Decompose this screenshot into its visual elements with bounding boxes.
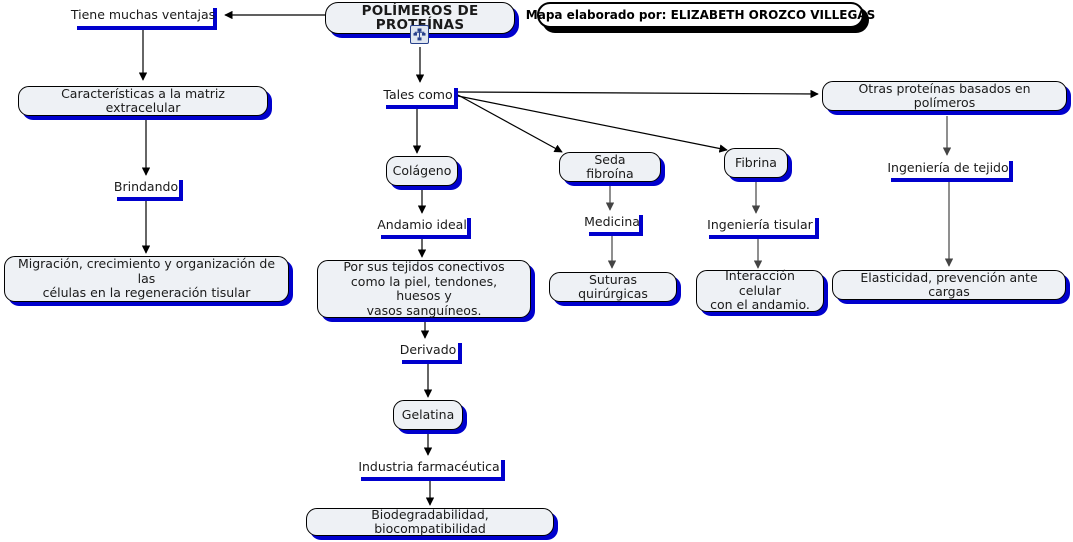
link-tales-to-otras — [457, 89, 819, 99]
link-label-ingenieria-tisular[interactable]: Ingeniería tisular — [705, 214, 815, 235]
node-fibrina[interactable]: Fibrina — [724, 148, 788, 178]
link-label-industria-farmaceutica[interactable]: Industria farmacéutica — [357, 456, 501, 477]
node-por-sus-tejidos-conectivos[interactable]: Por sus tejidos conectivos como la piel,… — [317, 259, 531, 318]
link-label-andamio-ideal[interactable]: Andamio ideal — [377, 214, 467, 235]
link-label-derivado[interactable]: Derivado — [398, 339, 458, 360]
node-elasticidad-prevencion-ante-cargas[interactable]: Elasticidad, prevención ante cargas — [832, 270, 1066, 300]
link-label-medicina[interactable]: Medicina — [584, 211, 640, 232]
link-tales-to-fibrina — [457, 95, 728, 153]
node-caracteristicas-matriz-extracelular[interactable]: Características a la matriz extracelular — [18, 86, 268, 116]
node-seda-fibroina[interactable]: Seda fibroína — [559, 152, 661, 182]
node-colageno[interactable]: Colágeno — [386, 156, 458, 186]
node-migracion-crecimiento-organizacion[interactable]: Migración, crecimiento y organización de… — [4, 256, 289, 302]
link-tales-to-seda — [457, 94, 563, 153]
node-biodegradabilidad-biocompatibilidad[interactable]: Biodegradabilidad, biocompatibilidad — [306, 507, 554, 536]
link-label-ingenieria-de-tejido[interactable]: Ingeniería de tejido — [887, 157, 1009, 178]
link-label-brindando[interactable]: Brindando — [113, 176, 179, 197]
link-label-tiene-muchas-ventajas[interactable]: Tiene muchas ventajas — [71, 4, 215, 26]
concept-map-resource-icon[interactable] — [410, 25, 429, 44]
link-label-tales-como[interactable]: Tales como — [382, 84, 454, 105]
node-suturas-quirurgicas[interactable]: Suturas quirúrgicas — [549, 272, 677, 302]
node-otras-proteinas-basados-en-polimeros[interactable]: Otras proteínas basados en polímeros — [822, 81, 1067, 111]
node-interaccion-celular[interactable]: Interacción celular con el andamio. — [696, 269, 824, 312]
node-gelatina[interactable]: Gelatina — [393, 400, 463, 430]
author-plaque: Mapa elaborado por: ELIZABETH OROZCO VIL… — [526, 2, 875, 28]
